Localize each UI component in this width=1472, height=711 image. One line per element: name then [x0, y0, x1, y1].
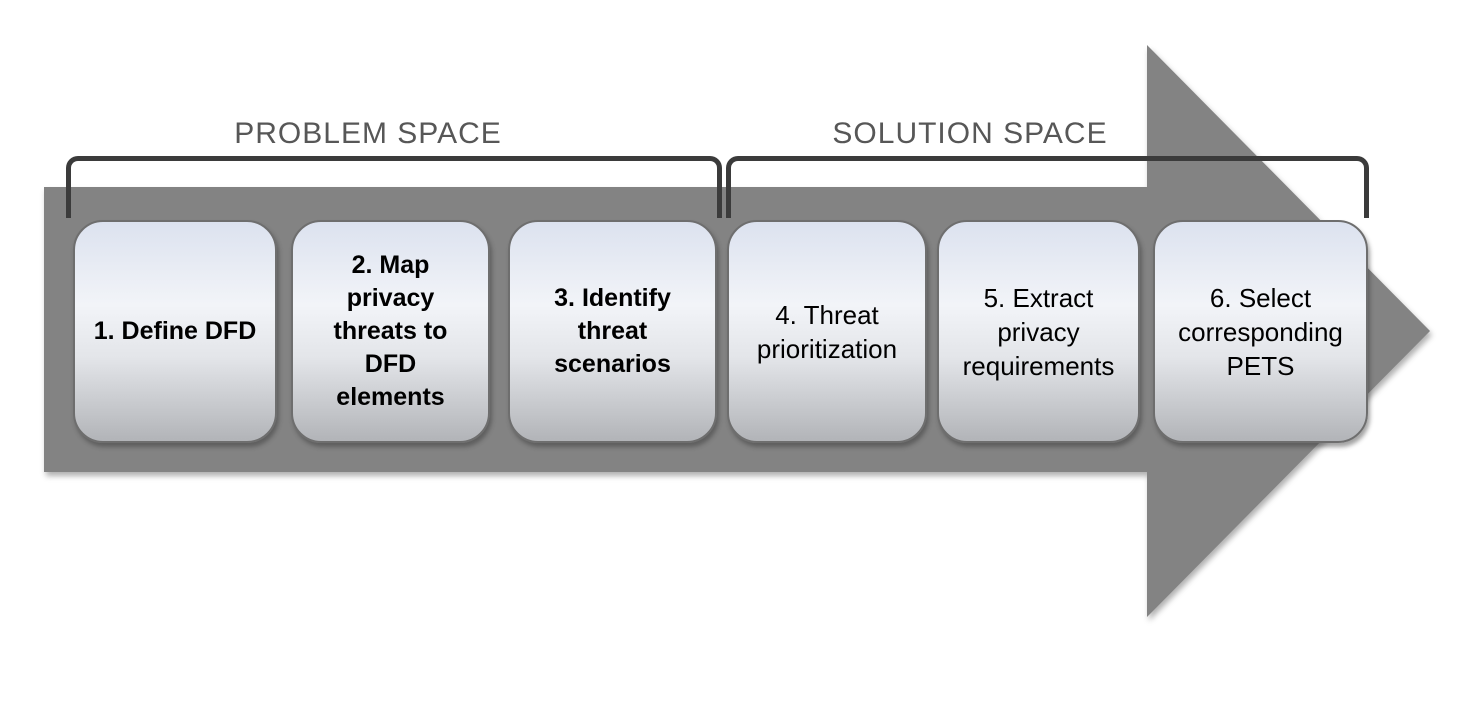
- solution-space-label: SOLUTION SPACE: [832, 117, 1108, 150]
- step-box-select-corresponding-pets: 6. Select corresponding PETS: [1153, 220, 1368, 443]
- step-box-extract-privacy-requirements: 5. Extract privacy requirements: [937, 220, 1140, 443]
- solution-space-bracket: [726, 156, 1369, 218]
- problem-space-label: PROBLEM SPACE: [234, 117, 502, 150]
- step-label: 4. Threat prioritization: [756, 299, 898, 364]
- step-label: 2. Map privacy threats to DFD elements: [333, 251, 448, 411]
- step-box-identify-threat-scenarios: 3. Identify threat scenarios: [508, 220, 717, 443]
- step-label: 5. Extract privacy requirements: [962, 282, 1115, 381]
- step-box-define-dfd: 1. Define DFD: [73, 220, 277, 443]
- problem-space-bracket: [66, 156, 722, 218]
- step-label: 3. Identify threat scenarios: [554, 284, 671, 378]
- step-label: 6. Select corresponding PETS: [1178, 282, 1343, 381]
- step-label: 1. Define DFD: [93, 317, 257, 345]
- step-box-threat-prioritization: 4. Threat prioritization: [727, 220, 927, 443]
- step-box-map-privacy-threats: 2. Map privacy threats to DFD elements: [291, 220, 490, 443]
